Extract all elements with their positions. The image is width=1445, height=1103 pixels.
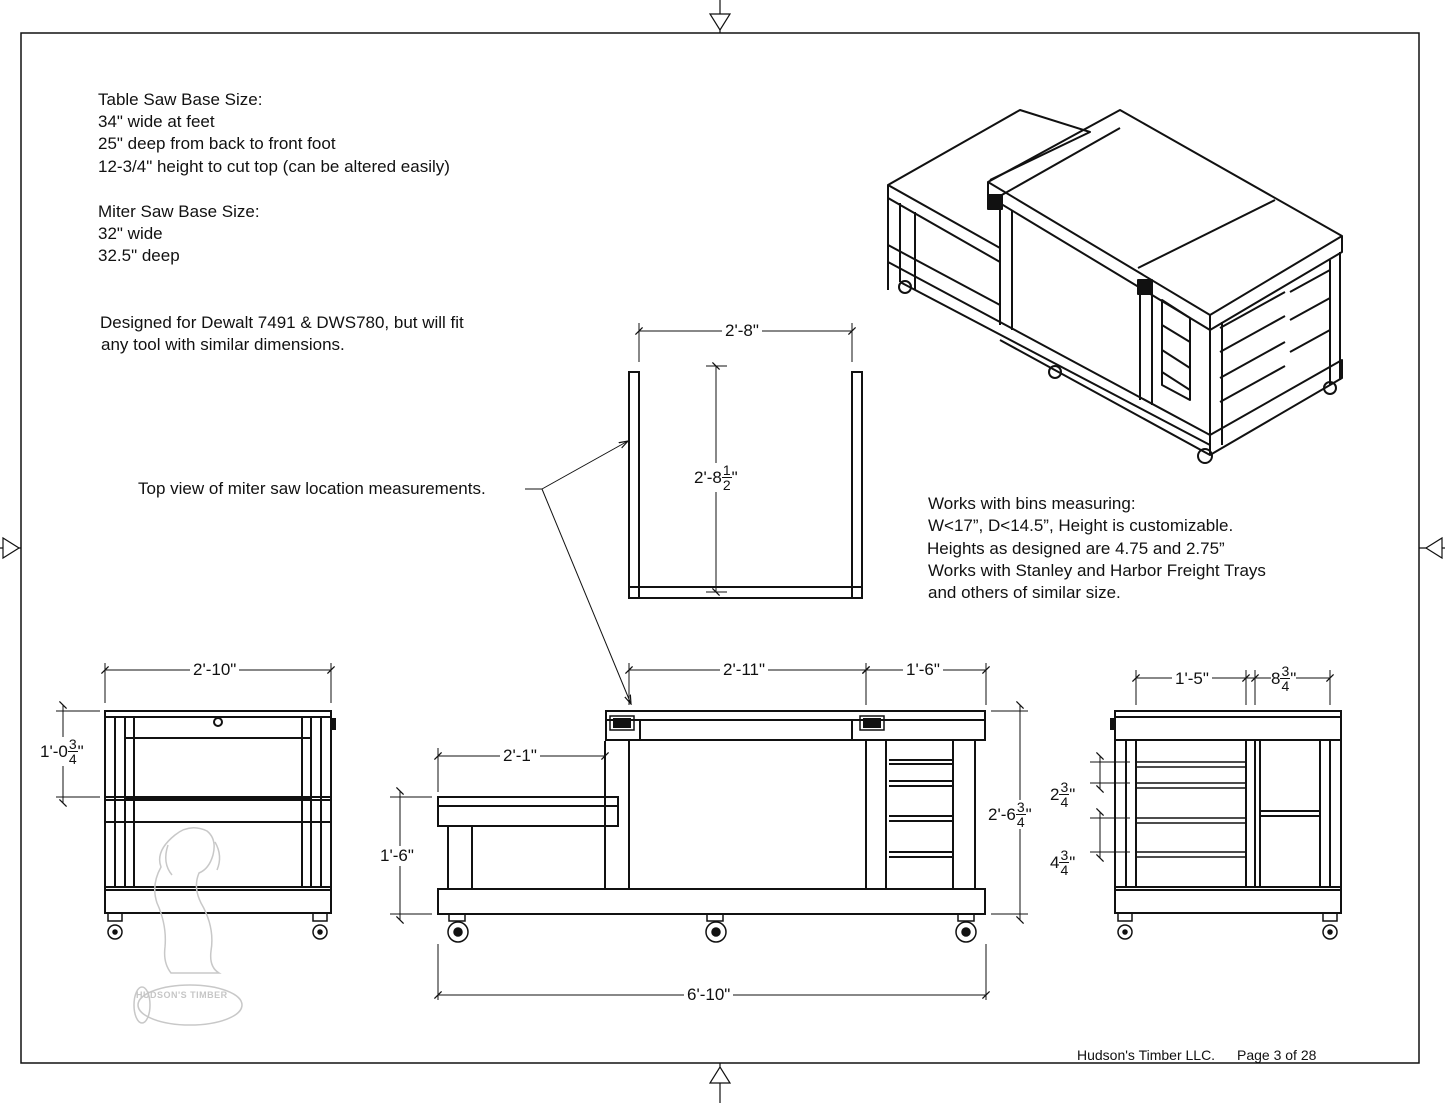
bins-line-2: W<17”, D<14.5”, Height is customizable. <box>928 516 1234 535</box>
hudsons-timber-watermark <box>133 827 243 1026</box>
dim-front-low-height: 1'-6" <box>377 846 417 866</box>
top-view-callout: Top view of miter saw location measureme… <box>138 479 486 498</box>
footer-company: Hudson's Timber LLC. <box>1077 1047 1216 1063</box>
designed-for-line-1: Designed for Dewalt 7491 & DWS780, but w… <box>100 313 464 332</box>
designed-for-line-2: any tool with similar dimensions. <box>101 335 345 354</box>
right-side-view <box>1090 670 1342 940</box>
bins-line-1: Works with bins measuring: <box>928 494 1136 513</box>
dim-right-width: 1'-5" <box>1172 669 1212 689</box>
miter-saw-line-2: 32.5" deep <box>98 246 180 265</box>
dim-front-step: 2'-1" <box>500 746 540 766</box>
bins-line-5: and others of similar size. <box>928 583 1121 602</box>
table-saw-line-1: 34" wide at feet <box>98 112 215 131</box>
table-saw-line-2: 25" deep from back to front foot <box>98 134 336 153</box>
dim-front-mid: 2'-11" <box>720 660 769 680</box>
footer-page: Page 3 of 28 <box>1237 1047 1317 1063</box>
table-saw-title: Table Saw Base Size: <box>98 90 263 109</box>
watermark-text: HUDSON'S TIMBER <box>136 990 228 1000</box>
dim-left-width: 2'-10" <box>190 660 240 680</box>
top-view-miter-location <box>628 323 863 599</box>
miter-saw-title: Miter Saw Base Size: <box>98 202 260 221</box>
front-view <box>390 663 1028 1000</box>
left-side-view <box>56 663 336 940</box>
dim-front-right: 1'-6" <box>903 660 943 680</box>
table-saw-line-3: 12-3/4" height to cut top (can be altere… <box>98 157 450 176</box>
callout-leaders <box>525 441 631 704</box>
dim-top-view-width: 2'-8" <box>722 321 762 341</box>
isometric-view <box>887 109 1343 464</box>
miter-saw-line-1: 32" wide <box>98 224 163 243</box>
dim-front-total-width: 6'-10" <box>684 985 734 1005</box>
bins-line-4: Works with Stanley and Harbor Freight Tr… <box>928 561 1266 580</box>
bins-line-3: Heights as designed are 4.75 and 2.75” <box>927 539 1225 558</box>
